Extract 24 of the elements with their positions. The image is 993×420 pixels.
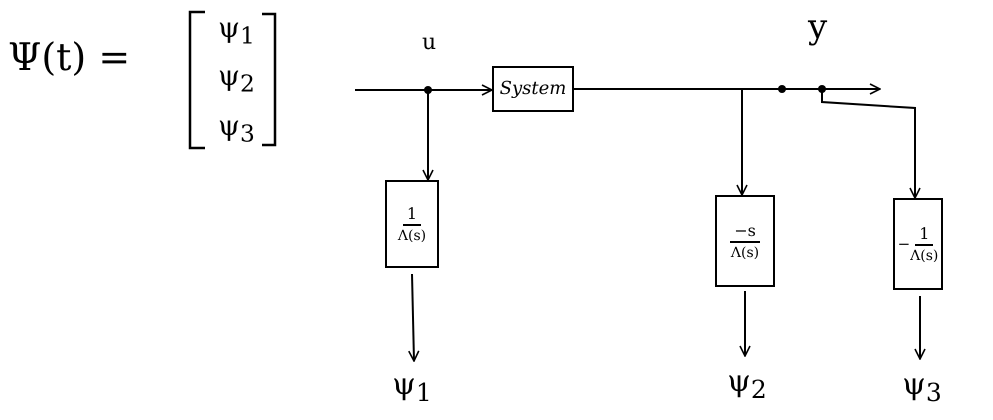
matrix-entry: ψ$_{3}$ (218, 112, 255, 146)
matrix-entry: ψ$_{1}$ (218, 14, 255, 48)
output-signal: ψ$_{3}$ (902, 370, 942, 404)
output-signal: ψ$_{2}$ (727, 366, 767, 402)
numerator: 1 (915, 226, 934, 246)
transfer-function-box (893, 198, 943, 290)
system-box: System (492, 66, 574, 112)
formula-text: Ψ(t) = (8, 38, 130, 76)
minus-sign: − (898, 236, 910, 252)
arrow (739, 291, 751, 357)
arrow (408, 274, 420, 362)
edge-label: u (422, 32, 436, 54)
denominator: Λ(s) (910, 246, 938, 262)
denominator: Λ(s) (730, 244, 760, 260)
transfer-function-box (385, 180, 439, 268)
arrow (914, 296, 926, 360)
numerator: 1 (402, 206, 422, 226)
edge-label: y (808, 10, 828, 44)
denominator: Λ(s) (398, 226, 426, 242)
arrow (355, 84, 493, 96)
matrix-entry: ψ$_{2}$ (218, 62, 255, 96)
transfer-function-box (715, 195, 775, 287)
numerator: −s (730, 222, 760, 242)
output-signal: ψ$_{1}$ (392, 370, 432, 404)
